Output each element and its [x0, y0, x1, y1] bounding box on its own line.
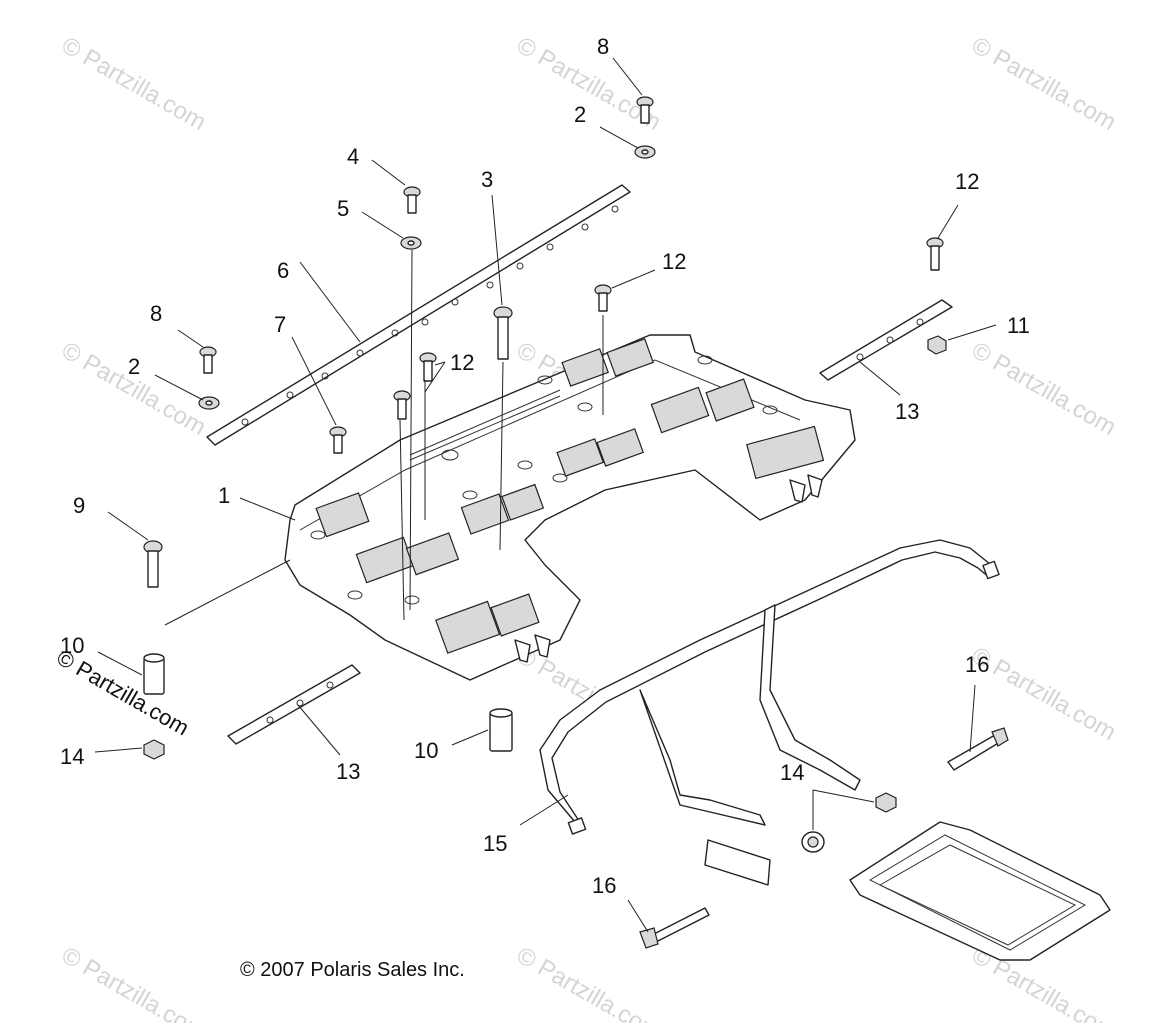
- watermark: © Partzilla.com: [512, 942, 666, 1023]
- grommet: [801, 831, 825, 853]
- bolt-7: [329, 426, 347, 454]
- bolt-12-b: [393, 390, 411, 420]
- watermark-dark: © Partzilla.com: [53, 645, 194, 741]
- callout-13: 13: [895, 399, 919, 424]
- tube-frame: [539, 539, 1000, 886]
- callout-8: 8: [150, 301, 162, 326]
- callout-10: 10: [414, 738, 438, 763]
- callout-12: 12: [955, 169, 979, 194]
- callout-7: 7: [274, 312, 286, 337]
- rack-body: [284, 334, 856, 681]
- bolt-12-right: [926, 237, 944, 271]
- trim-strip-short: [227, 664, 361, 745]
- callout-11: 11: [1007, 313, 1030, 338]
- bolt-12-a: [419, 352, 437, 382]
- callout-3: 3: [481, 167, 493, 192]
- watermark: © Partzilla.com: [967, 337, 1121, 441]
- trim-strip-short: [819, 299, 953, 381]
- callout-9: 9: [73, 493, 85, 518]
- callout-12: 12: [662, 249, 686, 274]
- callout-2: 2: [574, 102, 586, 127]
- watermark: © Partzilla.com: [57, 942, 211, 1023]
- leader-lines: [94, 57, 997, 933]
- callout-2: 2: [128, 354, 140, 379]
- watermark: © Partzilla.com: [57, 32, 211, 136]
- callout-12: 12: [450, 350, 474, 375]
- callout-15: 15: [483, 831, 507, 856]
- nuts: [143, 335, 947, 813]
- bolt-8-left: [199, 346, 217, 374]
- bolt-12-mid: [594, 284, 612, 312]
- bolt-3: [493, 306, 513, 360]
- callout-13: 13: [336, 759, 360, 784]
- callout-8: 8: [597, 34, 609, 59]
- callout-14: 14: [780, 760, 804, 785]
- bolt-8-top: [636, 96, 654, 124]
- long-bolts: [639, 727, 1009, 949]
- callout-5: 5: [337, 196, 349, 221]
- callout-4: 4: [347, 144, 359, 169]
- copyright-text: © 2007 Polaris Sales Inc.: [240, 959, 465, 981]
- callout-10: 10: [60, 633, 84, 658]
- bolt-4: [403, 186, 421, 214]
- spacers: [143, 653, 513, 752]
- watermark: © Partzilla.com: [967, 642, 1121, 746]
- callout-6: 6: [277, 258, 289, 283]
- callouts: 8 2 4 5 3 6 12 12 7 8 12 2 11 13 1 9 10 …: [60, 34, 1030, 898]
- callout-1: 1: [218, 483, 230, 508]
- callout-14: 14: [60, 744, 84, 769]
- bolt-9: [143, 540, 163, 588]
- trim-strip-long: [206, 184, 631, 446]
- washers: [198, 145, 656, 410]
- lower-frame: [849, 821, 1111, 961]
- bolts: [143, 96, 944, 588]
- callout-16: 16: [592, 873, 616, 898]
- callout-16: 16: [965, 652, 989, 677]
- watermark: © Partzilla.com: [967, 32, 1121, 136]
- watermark: © Partzilla.com: [57, 337, 211, 441]
